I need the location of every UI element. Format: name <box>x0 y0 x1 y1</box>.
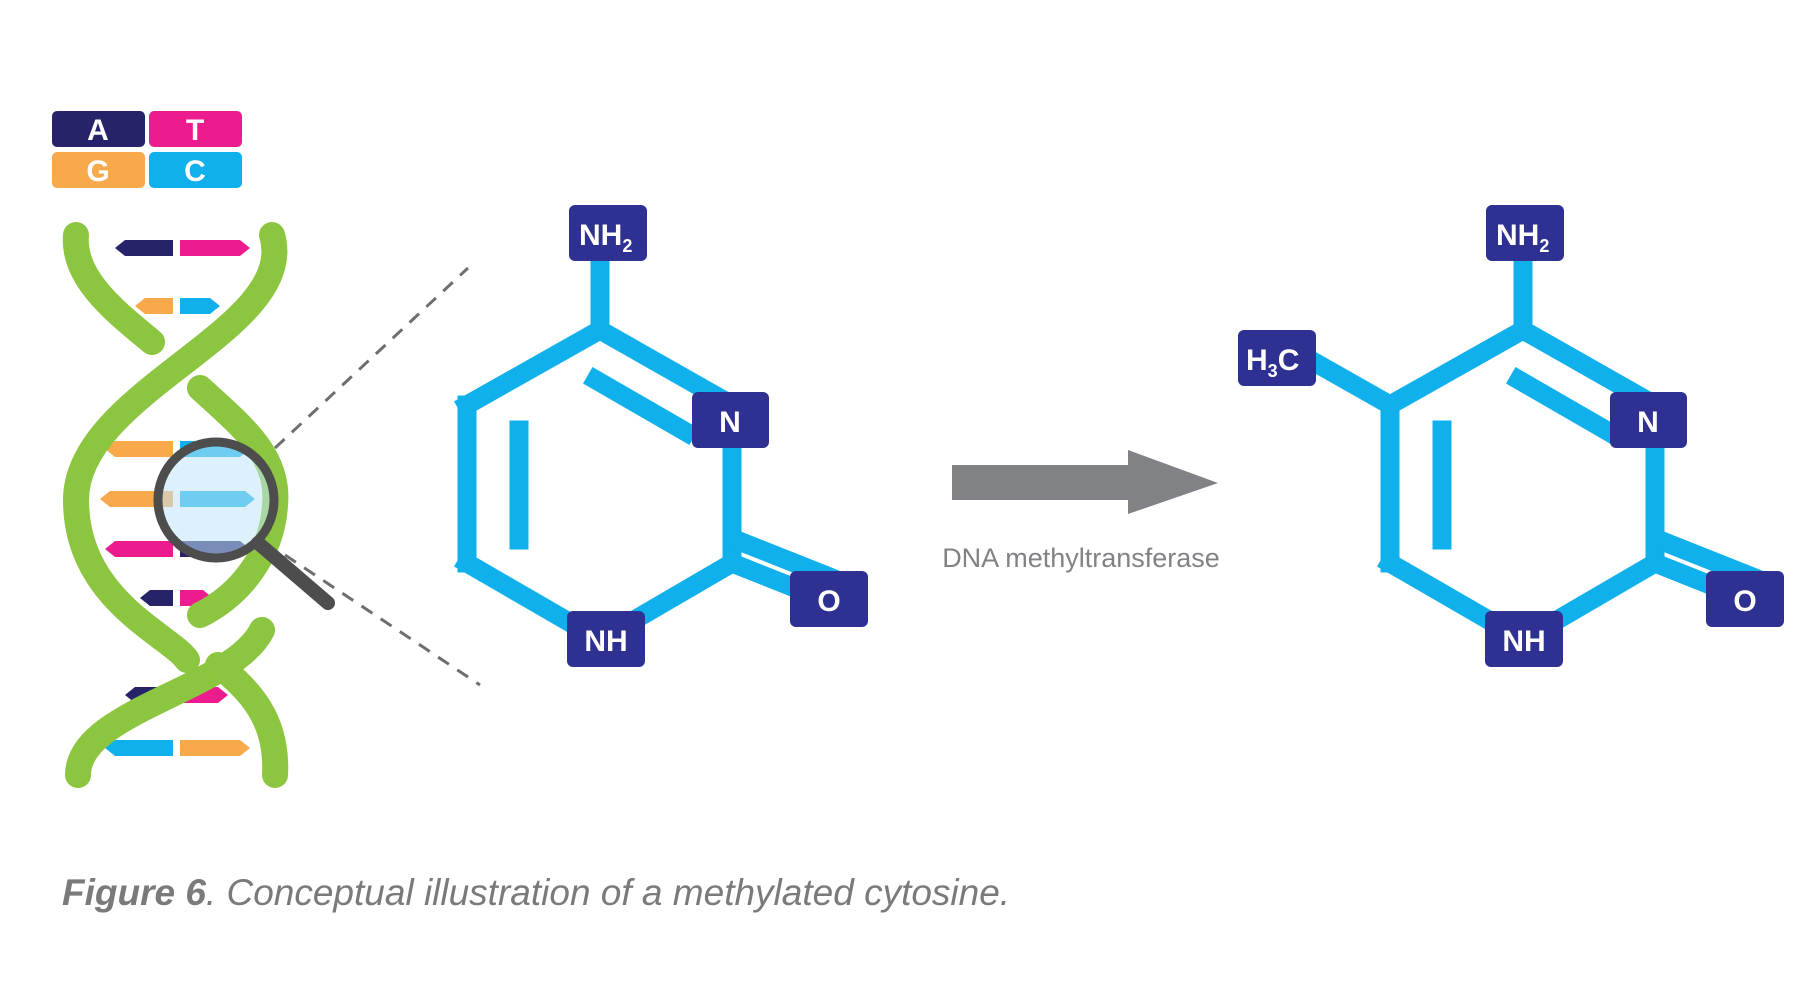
magnifying-glass-icon <box>153 437 335 610</box>
ring-nh-label: NH <box>1485 611 1563 667</box>
base-legend: A T G C <box>52 111 242 188</box>
legend-c-label: C <box>184 155 206 188</box>
ring-nitrogen-label: N <box>1610 392 1687 448</box>
helix-strand-front <box>62 222 288 673</box>
helix-strand-lower <box>65 617 275 788</box>
svg-text:N: N <box>1637 406 1659 439</box>
arrow-shaft <box>952 465 1135 500</box>
svg-text:O: O <box>817 585 840 618</box>
reaction-arrow: DNA methyltransferase <box>942 450 1220 573</box>
helix-strand-top-left <box>62 222 165 355</box>
figure-caption-text: . Conceptual illustration of a methylate… <box>205 872 1011 913</box>
ring-nh-label: NH <box>567 611 645 667</box>
legend-t-label: T <box>186 114 204 147</box>
legend-t-swatch <box>149 111 242 147</box>
base-pair <box>135 298 220 314</box>
svg-text:O: O <box>1733 585 1756 618</box>
cytosine-molecule: NH2 N NH O <box>454 205 868 667</box>
dna-helix <box>62 222 335 788</box>
amine-group-label: NH2 <box>569 205 647 261</box>
methyl-group-label: H3C <box>1238 330 1316 386</box>
carbonyl-oxygen-label: O <box>790 571 868 627</box>
ring-bonds <box>1287 246 1763 653</box>
legend-c-swatch <box>149 152 242 188</box>
svg-text:NH2: NH2 <box>579 219 632 256</box>
svg-text:H3C: H3C <box>1246 344 1299 381</box>
zoom-guide-line-upper <box>273 266 470 450</box>
legend-a-label: A <box>87 114 109 147</box>
helix-strand-bottom-right <box>205 652 289 788</box>
legend-g-label: G <box>86 155 109 188</box>
figure-caption: Figure 6. Conceptual illustration of a m… <box>62 872 1010 914</box>
arrow-label: DNA methyltransferase <box>942 543 1220 573</box>
base-pair <box>105 740 250 756</box>
amine-group-label: NH2 <box>1486 205 1564 261</box>
base-pair <box>115 240 250 256</box>
figure-number: Figure 6 <box>62 872 206 913</box>
zoom-guide-line-lower <box>284 553 481 687</box>
arrow-head <box>1128 450 1218 514</box>
methylcytosine-molecule: H3C NH2 N NH O <box>1238 205 1784 667</box>
ring-bonds <box>454 246 840 653</box>
ring-nitrogen-label: N <box>692 392 769 448</box>
svg-text:NH2: NH2 <box>1496 219 1549 256</box>
legend-g-swatch <box>52 152 145 188</box>
svg-text:NH: NH <box>1502 625 1545 658</box>
svg-text:N: N <box>719 406 741 439</box>
svg-text:NH: NH <box>584 625 627 658</box>
legend-a-swatch <box>52 111 145 147</box>
carbonyl-oxygen-label: O <box>1706 571 1784 627</box>
